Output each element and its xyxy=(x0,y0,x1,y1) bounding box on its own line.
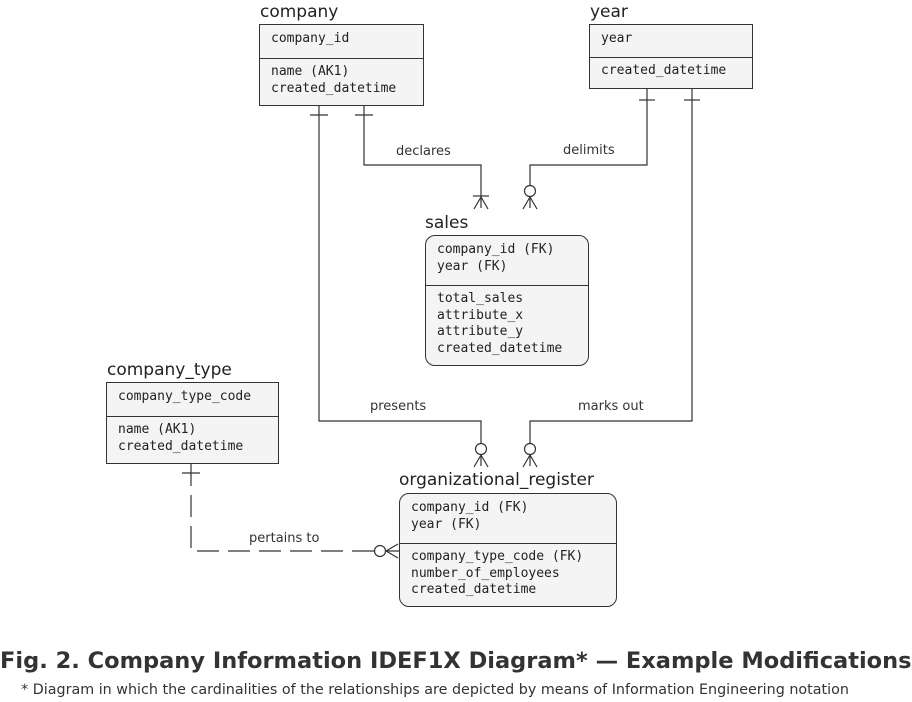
company-entity-title: company xyxy=(260,2,339,22)
delimits-crowfoot xyxy=(522,196,538,210)
organizational-register-attr: company_type_code (FK) xyxy=(411,549,584,564)
organizational-register-key-attr: company_id (FK) xyxy=(411,500,529,515)
sales-attr: attribute_y xyxy=(437,324,524,339)
year-entity-title: year xyxy=(590,2,628,22)
sales-key-attr: year (FK) xyxy=(437,258,508,274)
company-attribute-section: name (AK1) created_datetime xyxy=(260,59,423,102)
company-type-key-attr: company_type_code xyxy=(118,389,252,404)
pertains-to-connector xyxy=(190,464,399,552)
company-type-attr: created_datetime xyxy=(118,438,244,454)
relationship-connectors xyxy=(182,89,700,559)
company-attr: created_datetime xyxy=(271,80,397,96)
declares-crowfoot xyxy=(473,196,489,210)
figure-caption-title: Fig. 2. Company Information IDEF1X Diagr… xyxy=(0,648,912,674)
organizational-register-attr: number_of_employees xyxy=(411,565,560,581)
company-type-attribute-section: name (AK1) created_datetime xyxy=(107,417,278,460)
company-type-entity: company_type_code name (AK1) created_dat… xyxy=(106,382,279,464)
year-entity: year created_datetime xyxy=(589,24,753,89)
delimits-label: delimits xyxy=(563,143,615,158)
organizational-register-key-section: company_id (FK) year (FK) xyxy=(400,494,616,544)
organizational-register-key-attr: year (FK) xyxy=(411,516,482,532)
sales-key-attr: company_id (FK) xyxy=(437,242,555,257)
company-entity: company_id name (AK1) created_datetime xyxy=(259,24,424,106)
presents-label: presents xyxy=(370,399,427,414)
marks-out-zero-circle xyxy=(523,442,537,456)
sales-attr: total_sales xyxy=(437,291,524,306)
pertains-to-crowfoot xyxy=(385,543,399,559)
organizational-register-entity-title: organizational_register xyxy=(399,470,594,490)
year-attr: created_datetime xyxy=(601,63,727,78)
organizational-register-entity: company_id (FK) year (FK) company_type_c… xyxy=(399,493,617,607)
year-key-section: year xyxy=(590,25,752,58)
declares-label: declares xyxy=(396,144,451,159)
marks-out-crowfoot xyxy=(522,454,538,468)
delimits-zero-circle xyxy=(523,184,537,198)
declares-connector xyxy=(363,106,482,208)
company-key-section: company_id xyxy=(260,25,423,59)
organizational-register-attr: created_datetime xyxy=(411,582,537,597)
company-type-entity-title: company_type xyxy=(107,360,232,380)
sales-entity-title: sales xyxy=(425,213,469,233)
company-key-attr: company_id xyxy=(271,31,350,46)
sales-attr: created_datetime xyxy=(437,340,563,356)
company-type-key-section: company_type_code xyxy=(107,383,278,417)
year-key-attr: year xyxy=(601,31,633,46)
sales-attr: attribute_x xyxy=(437,307,524,323)
presents-crowfoot xyxy=(473,454,489,468)
organizational-register-attribute-section: company_type_code (FK) number_of_employe… xyxy=(400,544,616,604)
presents-zero-circle xyxy=(474,442,488,456)
pertains-to-zero-circle xyxy=(373,544,387,558)
company-attr: name (AK1) xyxy=(271,64,350,79)
company-type-attr: name (AK1) xyxy=(118,422,197,437)
sales-attribute-section: total_sales attribute_x attribute_y crea… xyxy=(426,286,588,362)
figure-caption-note: * Diagram in which the cardinalities of … xyxy=(21,682,849,698)
sales-key-section: company_id (FK) year (FK) xyxy=(426,236,588,286)
year-attribute-section: created_datetime xyxy=(590,58,752,85)
pertains-to-label: pertains to xyxy=(249,531,320,546)
sales-entity: company_id (FK) year (FK) total_sales at… xyxy=(425,235,589,366)
marks-out-label: marks out xyxy=(578,399,644,414)
